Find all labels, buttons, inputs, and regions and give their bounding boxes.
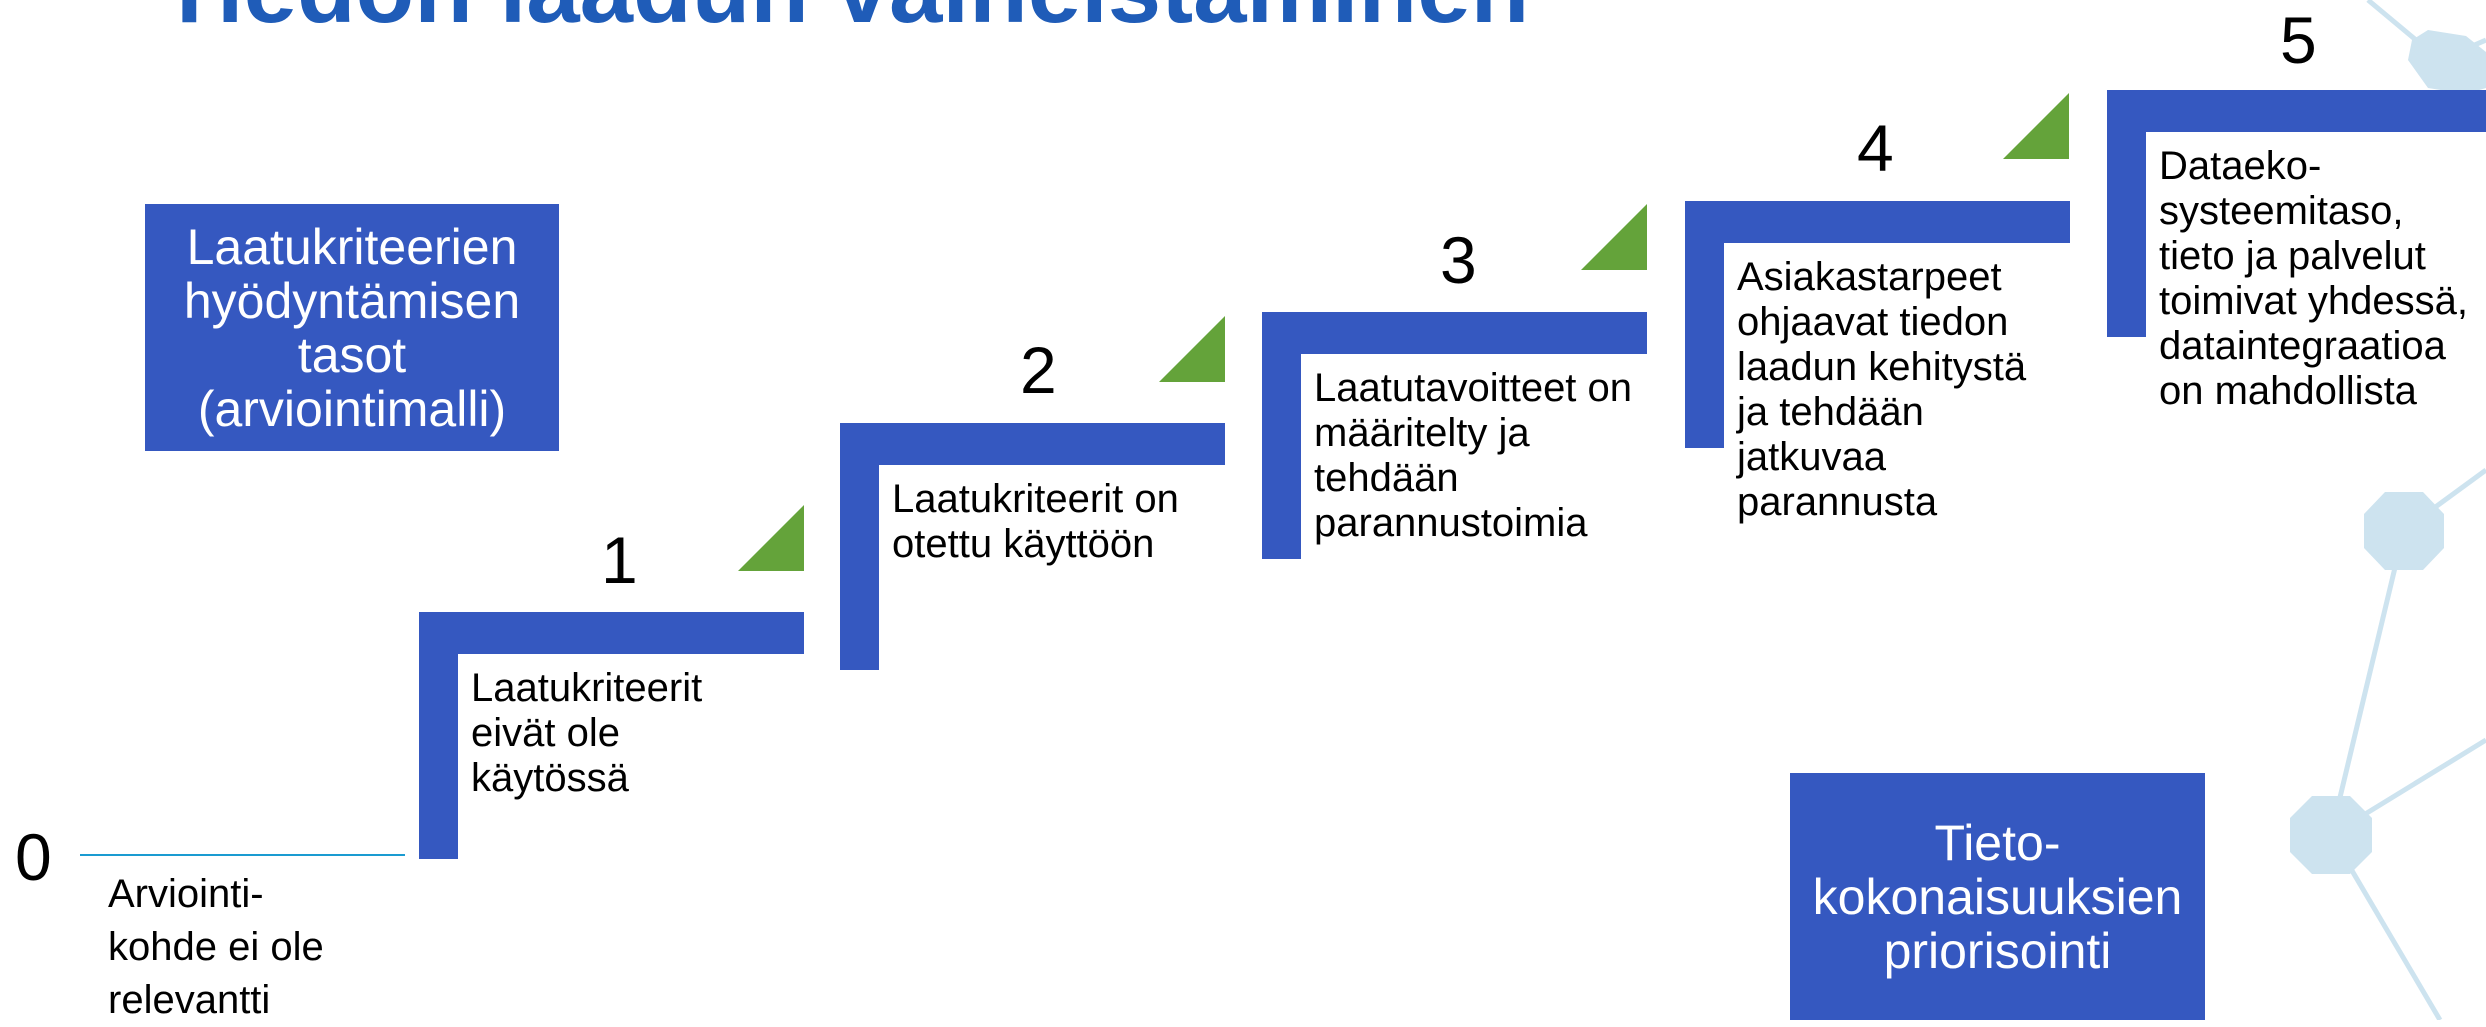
step-3-text: Laatutavoitteet on määritelty ja tehdään…	[1314, 366, 1633, 545]
levels-box-text: Laatukriteerien hyödyntämisen tasot (arv…	[183, 218, 521, 437]
step-4-number: 4	[1857, 111, 1894, 185]
step-5-number: 5	[2280, 3, 2317, 77]
step-5-riser	[2107, 90, 2146, 337]
levels-box: Laatukriteerien hyödyntämisen tasot (arv…	[145, 204, 559, 451]
step-1-text: Laatukriteerit eivät ole käytössä	[471, 666, 703, 800]
step-3-triangle	[1581, 204, 1647, 270]
network-node	[2408, 30, 2486, 94]
step-1-tread	[419, 612, 804, 654]
step-2-tread	[840, 423, 1225, 465]
step-3-riser	[1262, 312, 1301, 559]
step-2-triangle	[1159, 316, 1225, 382]
priority-box-text: Tieto- kokonaisuuksien priorisointi	[1812, 814, 2183, 979]
step-1-number: 1	[601, 523, 638, 597]
step-3-tread	[1262, 312, 1647, 354]
network-node	[2364, 492, 2444, 570]
step-1-riser	[419, 612, 458, 859]
step-0-baseline	[80, 854, 405, 856]
step-4-text: Asiakastarpeet ohjaavat tiedon laadun ke…	[1737, 255, 2027, 524]
step-4-triangle	[2003, 93, 2069, 159]
step-3-number: 3	[1440, 223, 1477, 297]
step-2-text: Laatukriteerit on otettu käyttöön	[892, 477, 1179, 566]
step-2-number: 2	[1020, 333, 1057, 407]
step-0-number: 0	[15, 820, 52, 894]
step-2-riser	[840, 423, 879, 670]
step-1-triangle	[738, 505, 804, 571]
step-4-tread	[1685, 201, 2070, 243]
step-4-riser	[1685, 201, 1724, 448]
priority-box: Tieto- kokonaisuuksien priorisointi	[1790, 773, 2205, 1020]
network-node	[2290, 796, 2372, 874]
step-5-text: Dataeko- systeemitaso, tieto ja palvelut…	[2159, 144, 2469, 413]
page-title: Tiedon laadun vaiheistaminen	[160, 0, 1529, 38]
step-0-text: Arviointi- kohde ei ole relevantti	[108, 872, 324, 1022]
step-5-tread	[2107, 90, 2486, 132]
